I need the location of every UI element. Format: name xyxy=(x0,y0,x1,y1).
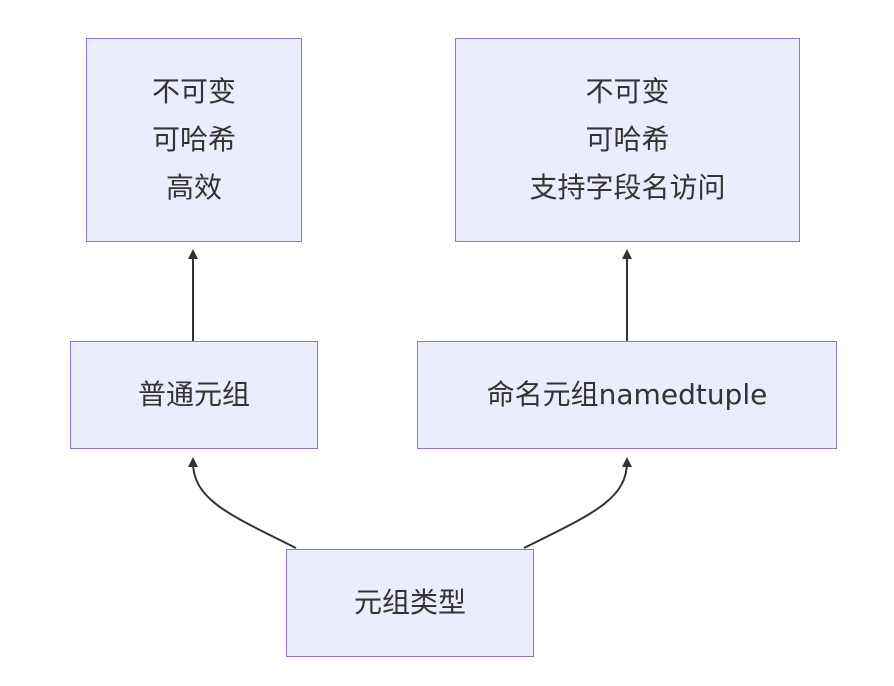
node-plain-tuple-label: 普通元组 xyxy=(137,378,250,411)
node-plain-tuple: 普通元组 xyxy=(70,341,318,449)
edge-root-to-tuple xyxy=(188,457,297,549)
edge-root-to-namedtuple xyxy=(523,457,632,549)
node-tuple-properties-line-2: 可哈希 xyxy=(151,123,236,156)
node-namedtuple-label: 命名元组namedtuple xyxy=(486,378,768,411)
node-tuple-properties-line-3: 高效 xyxy=(165,171,222,204)
node-namedtuple-properties: 不可变 可哈希 支持字段名访问 xyxy=(455,38,800,242)
node-tuple-properties: 不可变 可哈希 高效 xyxy=(86,38,302,242)
node-namedtuple: 命名元组namedtuple xyxy=(417,341,837,449)
node-namedtuple-properties-line-3: 支持字段名访问 xyxy=(529,171,726,204)
node-tuple-types-root: 元组类型 xyxy=(286,549,534,657)
node-tuple-properties-line-1: 不可变 xyxy=(151,75,236,108)
node-namedtuple-properties-line-1: 不可变 xyxy=(585,75,670,108)
node-tuple-types-root-label: 元组类型 xyxy=(353,586,466,619)
node-namedtuple-properties-line-2: 可哈希 xyxy=(585,123,670,156)
